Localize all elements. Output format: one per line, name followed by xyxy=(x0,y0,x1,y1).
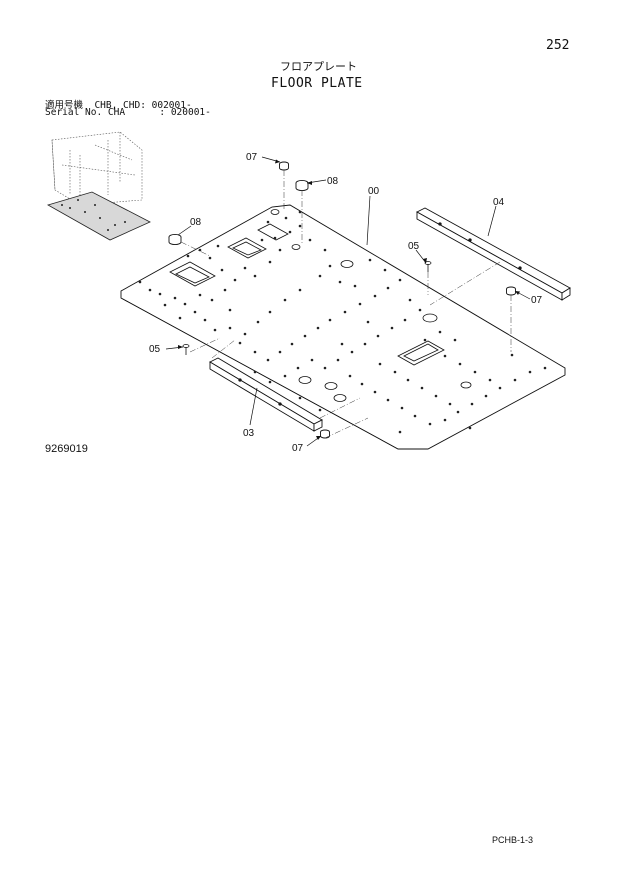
title-japanese: フロアプレート xyxy=(280,60,357,73)
callout-05-left: 05 xyxy=(149,344,161,355)
callout-05-right: 05 xyxy=(408,241,420,252)
callout-08-top: 08 xyxy=(327,176,339,187)
floor-plate-part-00 xyxy=(120,204,566,450)
callout-04: 04 xyxy=(493,197,505,208)
bolt-part-05-left xyxy=(182,344,190,355)
cap-part-07-top xyxy=(279,161,289,171)
cap-part-08-top xyxy=(295,179,309,192)
callout-07-right: 07 xyxy=(531,295,543,306)
cap-part-07-right xyxy=(506,286,516,296)
machine-locator-thumbnail xyxy=(51,131,143,206)
alignment-lines xyxy=(180,170,512,439)
callout-07-bottom: 07 xyxy=(292,443,304,454)
leader-arrowheads xyxy=(178,159,520,440)
page-number: 252 xyxy=(546,38,570,53)
bolt-part-05-right xyxy=(424,261,432,272)
callout-00: 00 xyxy=(368,186,380,197)
callout-07-top: 07 xyxy=(246,152,258,163)
applicability-line-2: Serial No. CHA : 020001- xyxy=(45,107,211,118)
cap-part-08-left xyxy=(168,233,182,246)
bracket-part-03 xyxy=(209,357,323,432)
callout-08-left: 08 xyxy=(190,217,202,228)
leader-lines xyxy=(165,156,531,447)
machine-locator-floor-highlight xyxy=(46,191,151,241)
title-english: FLOOR PLATE xyxy=(271,76,363,91)
applicability-line-1: 適用号機 CHB, CHD: 002001- xyxy=(45,100,192,111)
footer-code: PCHB-1-3 xyxy=(492,835,534,845)
bracket-part-04 xyxy=(416,207,571,301)
callout-03: 03 xyxy=(243,428,255,439)
drawing-number: 9269019 xyxy=(45,443,88,455)
